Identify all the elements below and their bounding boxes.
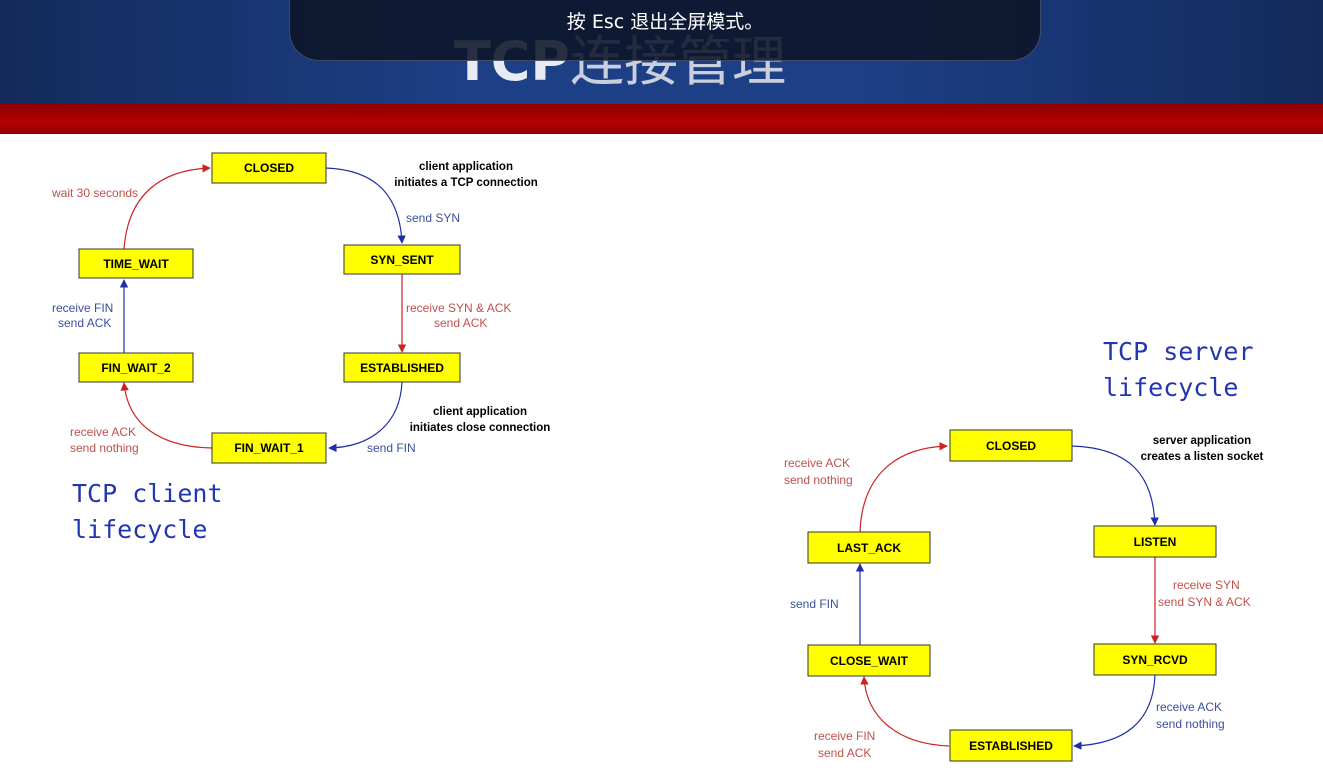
- server-note-listen-2: creates a listen socket: [1141, 451, 1264, 463]
- client-note-send-fin: send FIN: [367, 441, 416, 455]
- client-arrow-closed-to-synsent: [325, 167, 406, 244]
- server-note-recv-syn-2: send SYN & ACK: [1158, 595, 1251, 609]
- client-note-recv-ack-2: send nothing: [70, 441, 139, 455]
- state-label: CLOSE_WAIT: [830, 654, 909, 668]
- server-state-last-ack: LAST_ACK: [807, 531, 931, 564]
- client-state-time-wait: TIME_WAIT: [78, 248, 194, 279]
- state-label: LISTEN: [1134, 535, 1177, 549]
- server-arrow-established-to-closewait: [860, 676, 950, 747]
- client-caption-line-2: lifecycle: [72, 515, 208, 544]
- client-note-open-1: client application: [419, 161, 513, 173]
- client-note-recv-fin-1: receive FIN: [52, 301, 113, 315]
- client-arrow-established-to-finwait1: [328, 381, 403, 453]
- server-arrow-lastack-to-closed: [859, 442, 948, 533]
- exit-fullscreen-notice[interactable]: 按 Esc 退出全屏模式。: [289, 0, 1041, 61]
- client-note-close-2: initiates close connection: [410, 422, 551, 434]
- client-caption: TCP client lifecycle: [72, 476, 223, 548]
- client-state-fin-wait-1: FIN_WAIT_1: [211, 432, 327, 464]
- state-label: ESTABLISHED: [360, 361, 444, 375]
- client-caption-line-1: TCP client: [72, 479, 223, 508]
- exit-fullscreen-text: 按 Esc 退出全屏模式。: [566, 11, 764, 33]
- client-arrow-timewait-to-closed: [123, 164, 211, 250]
- client-arrow-finwait1-to-finwait2: [120, 382, 213, 449]
- server-note-listen-1: server application: [1153, 435, 1251, 447]
- server-note-recv-ack-2: send nothing: [1156, 717, 1225, 731]
- server-note-recv-fin-1: receive FIN: [814, 729, 875, 743]
- header-red-bar: [0, 104, 1323, 134]
- state-label: SYN_RCVD: [1122, 653, 1188, 667]
- server-state-syn-rcvd: SYN_RCVD: [1093, 643, 1217, 676]
- client-note-recv-ack-1: receive ACK: [70, 425, 136, 439]
- server-caption-line-2: lifecycle: [1103, 373, 1239, 402]
- state-label: FIN_WAIT_2: [101, 361, 171, 375]
- client-note-recv-synack-1: receive SYN & ACK: [406, 301, 511, 315]
- client-note-send-syn: send SYN: [406, 211, 460, 225]
- client-state-syn-sent: SYN_SENT: [343, 244, 461, 275]
- server-arrow-closed-to-listen: [1071, 445, 1159, 526]
- server-arrow-synrcvd-to-established: [1073, 674, 1156, 750]
- state-label: SYN_SENT: [370, 253, 434, 267]
- server-diagram: CLOSED LISTEN SYN_RCVD ESTABLISHED CLOSE…: [784, 429, 1264, 762]
- state-label: CLOSED: [986, 439, 1036, 453]
- server-note-recv-syn-1: receive SYN: [1173, 578, 1240, 592]
- client-note-close-1: client application: [433, 406, 527, 418]
- state-label: ESTABLISHED: [969, 739, 1053, 753]
- server-note-send-fin: send FIN: [790, 597, 839, 611]
- server-caption-line-1: TCP server: [1103, 337, 1254, 366]
- server-note-recv-ack-close-1: receive ACK: [784, 456, 850, 470]
- server-note-recv-ack-close-2: send nothing: [784, 473, 853, 487]
- client-diagram: CLOSED SYN_SENT ESTABLISHED FIN_WAIT_1 F…: [51, 152, 551, 464]
- server-caption: TCP server lifecycle: [1103, 334, 1254, 406]
- server-state-closed: CLOSED: [949, 429, 1073, 462]
- state-label: TIME_WAIT: [103, 257, 169, 271]
- server-state-close-wait: CLOSE_WAIT: [807, 644, 931, 677]
- client-note-recv-synack-2: send ACK: [434, 316, 487, 330]
- state-label: CLOSED: [244, 161, 294, 175]
- client-state-established: ESTABLISHED: [343, 352, 461, 383]
- client-note-wait: wait 30 seconds: [51, 186, 138, 200]
- client-note-recv-fin-2: send ACK: [58, 316, 111, 330]
- server-state-listen: LISTEN: [1093, 525, 1217, 558]
- server-state-established: ESTABLISHED: [949, 729, 1073, 762]
- client-state-fin-wait-2: FIN_WAIT_2: [78, 352, 194, 383]
- server-note-recv-fin-2: send ACK: [818, 746, 871, 760]
- state-label: FIN_WAIT_1: [234, 441, 304, 455]
- client-note-open-2: initiates a TCP connection: [394, 177, 538, 189]
- client-state-closed: CLOSED: [211, 152, 327, 184]
- state-label: LAST_ACK: [837, 541, 901, 555]
- server-note-recv-ack-1: receive ACK: [1156, 700, 1222, 714]
